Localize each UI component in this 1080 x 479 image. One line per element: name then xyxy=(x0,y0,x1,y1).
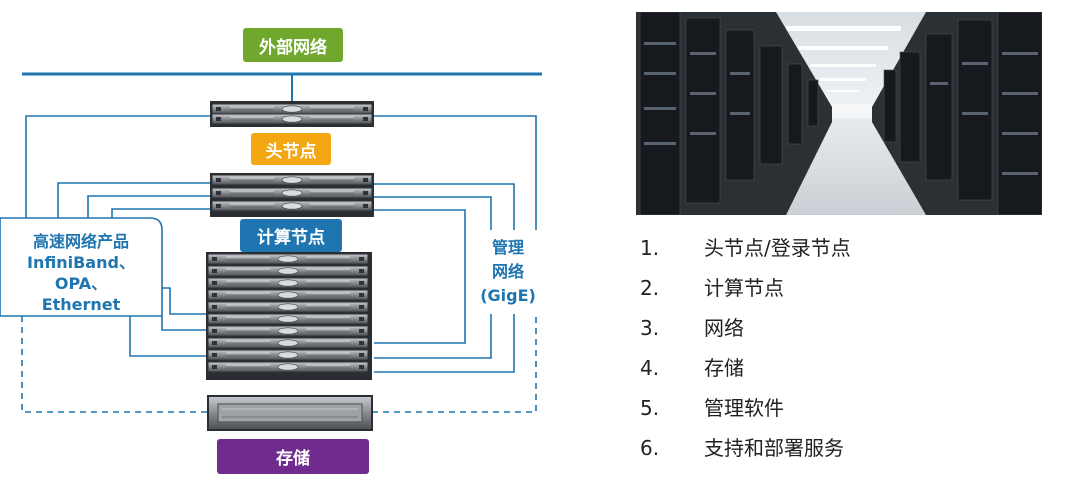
list-item-text: 管理软件 xyxy=(704,396,784,420)
list-item-text: 支持和部署服务 xyxy=(704,436,844,460)
list-item: 6. 支持和部署服务 xyxy=(640,432,851,472)
high-speed-network-lines xyxy=(25,115,212,357)
compute-nodes-label: 计算节点 xyxy=(240,219,342,252)
management-network-line2: 网络 xyxy=(491,262,524,281)
list-item: 3. 网络 xyxy=(640,312,851,352)
opa-label: OPA、 xyxy=(54,274,108,293)
list-item-number: 5. xyxy=(640,396,660,420)
list-item-text: 网络 xyxy=(704,316,744,340)
management-network-line3: (GigE) xyxy=(480,286,536,305)
components-list: 1. 头节点/登录节点 2. 计算节点 3. 网络 4. 存储 5. 管理软件 6. 支持和… xyxy=(640,232,851,472)
compute-nodes-top-servers xyxy=(210,173,374,217)
list-item: 2. 计算节点 xyxy=(640,272,851,312)
high-speed-network-text: 高速网络产品 InfiniBand、 OPA、 Ethernet xyxy=(12,231,150,315)
management-network-callout xyxy=(474,230,544,314)
data-center-photo xyxy=(636,12,1042,215)
ethernet-label: Ethernet xyxy=(41,295,121,314)
compute-nodes-rack-servers xyxy=(206,252,372,380)
list-item-number: 4. xyxy=(640,356,660,380)
list-item-number: 3. xyxy=(640,316,660,340)
list-item-text: 计算节点 xyxy=(704,276,784,300)
management-network-text: 管理 网络 (GigE) xyxy=(472,236,544,308)
list-item: 4. 存储 xyxy=(640,352,851,392)
list-item-number: 1. xyxy=(640,236,660,260)
storage-label: 存储 xyxy=(217,439,369,474)
list-item: 1. 头节点/登录节点 xyxy=(640,232,851,272)
storage-array xyxy=(207,395,373,431)
cluster-architecture-diagram xyxy=(0,72,544,431)
head-node-server xyxy=(210,101,374,127)
storage-network-dashed-line xyxy=(21,316,537,413)
list-item-number: 6. xyxy=(640,436,660,460)
infiniband-label: InfiniBand、 xyxy=(27,253,135,272)
list-item: 5. 管理软件 xyxy=(640,392,851,432)
high-speed-network-callout xyxy=(0,217,163,317)
external-network-label: 外部网络 xyxy=(243,28,343,62)
list-item-text: 头节点/登录节点 xyxy=(704,236,851,260)
high-speed-network-title: 高速网络产品 xyxy=(32,232,129,251)
management-network-line1: 管理 xyxy=(491,238,524,257)
list-item-number: 2. xyxy=(640,276,660,300)
list-item-text: 存储 xyxy=(704,356,744,380)
head-node-label: 头节点 xyxy=(251,133,331,165)
